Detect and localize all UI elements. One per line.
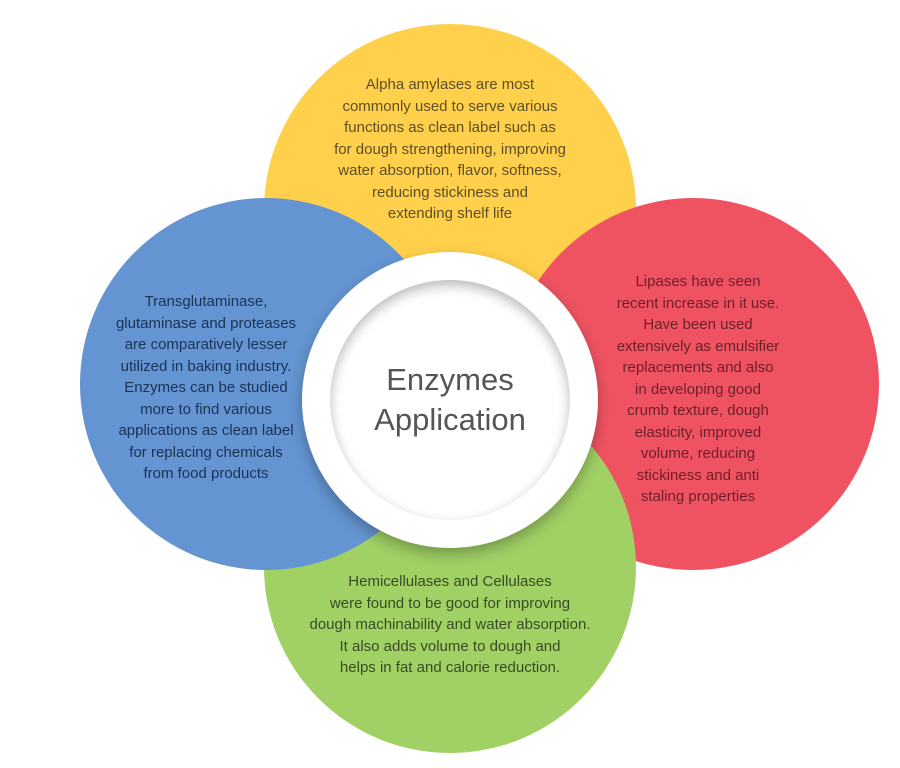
text-line: applications as clean label xyxy=(118,422,294,439)
text-line: utilized in baking industry. xyxy=(120,357,292,375)
text-line: recent increase in it use. xyxy=(616,294,780,312)
text-line: for dough strengthening, improving xyxy=(334,140,566,158)
text-line: are comparatively lesser xyxy=(124,336,288,353)
text-line: extensively as emulsifier xyxy=(616,337,780,355)
center-title-line-2: Application xyxy=(374,402,526,437)
text-line: staling properties xyxy=(640,488,756,505)
text-line: water absorption, flavor, softness, xyxy=(338,162,562,179)
text-line: Hemicellulases and Cellulases xyxy=(348,573,552,590)
petal-text-alpha-amylases: Alpha amylases are most commonly used to… xyxy=(300,74,600,225)
text-line: Lipases have seen xyxy=(635,273,761,290)
text-line: for replacing chemicals xyxy=(129,443,283,461)
text-line: helps in fat and calorie reduction. xyxy=(339,659,561,676)
text-line: more to find various xyxy=(140,400,272,418)
text-line: glutaminase and proteases xyxy=(115,314,297,332)
text-line: were found to be good for improving xyxy=(329,594,571,612)
text-line: elasticity, improved xyxy=(634,423,762,441)
petal-text-lipases: Lipases have seen recent increase in it … xyxy=(600,271,796,508)
text-line: Alpha amylases are most xyxy=(365,76,535,93)
text-line: extending shelf life xyxy=(387,205,513,222)
text-line: from food products xyxy=(143,465,269,482)
text-line: replacements and also xyxy=(622,359,774,376)
text-line: It also adds volume to dough and xyxy=(339,637,561,655)
text-line: crumb texture, dough xyxy=(627,402,769,419)
text-line: in developing good xyxy=(635,380,761,398)
center-title-line-1: Enzymes xyxy=(386,362,514,397)
text-line: Enzymes can be studied xyxy=(124,379,288,396)
text-line: Transglutaminase, xyxy=(144,293,268,310)
petal-text-transglutaminase: Transglutaminase, glutaminase and protea… xyxy=(100,291,312,485)
text-line: commonly used to serve various xyxy=(342,97,558,115)
text-line: Have been used xyxy=(643,316,753,333)
petal-text-hemicellulases: Hemicellulases and Cellulases were found… xyxy=(282,571,618,679)
text-line: reducing stickiness and xyxy=(372,183,528,201)
text-line: functions as clean label such as xyxy=(344,119,556,136)
text-line: volume, reducing xyxy=(640,445,756,462)
center-hub: Enzymes Application xyxy=(330,280,570,520)
text-line: stickiness and anti xyxy=(636,466,760,484)
text-line: dough machinability and water absorption… xyxy=(309,616,591,633)
